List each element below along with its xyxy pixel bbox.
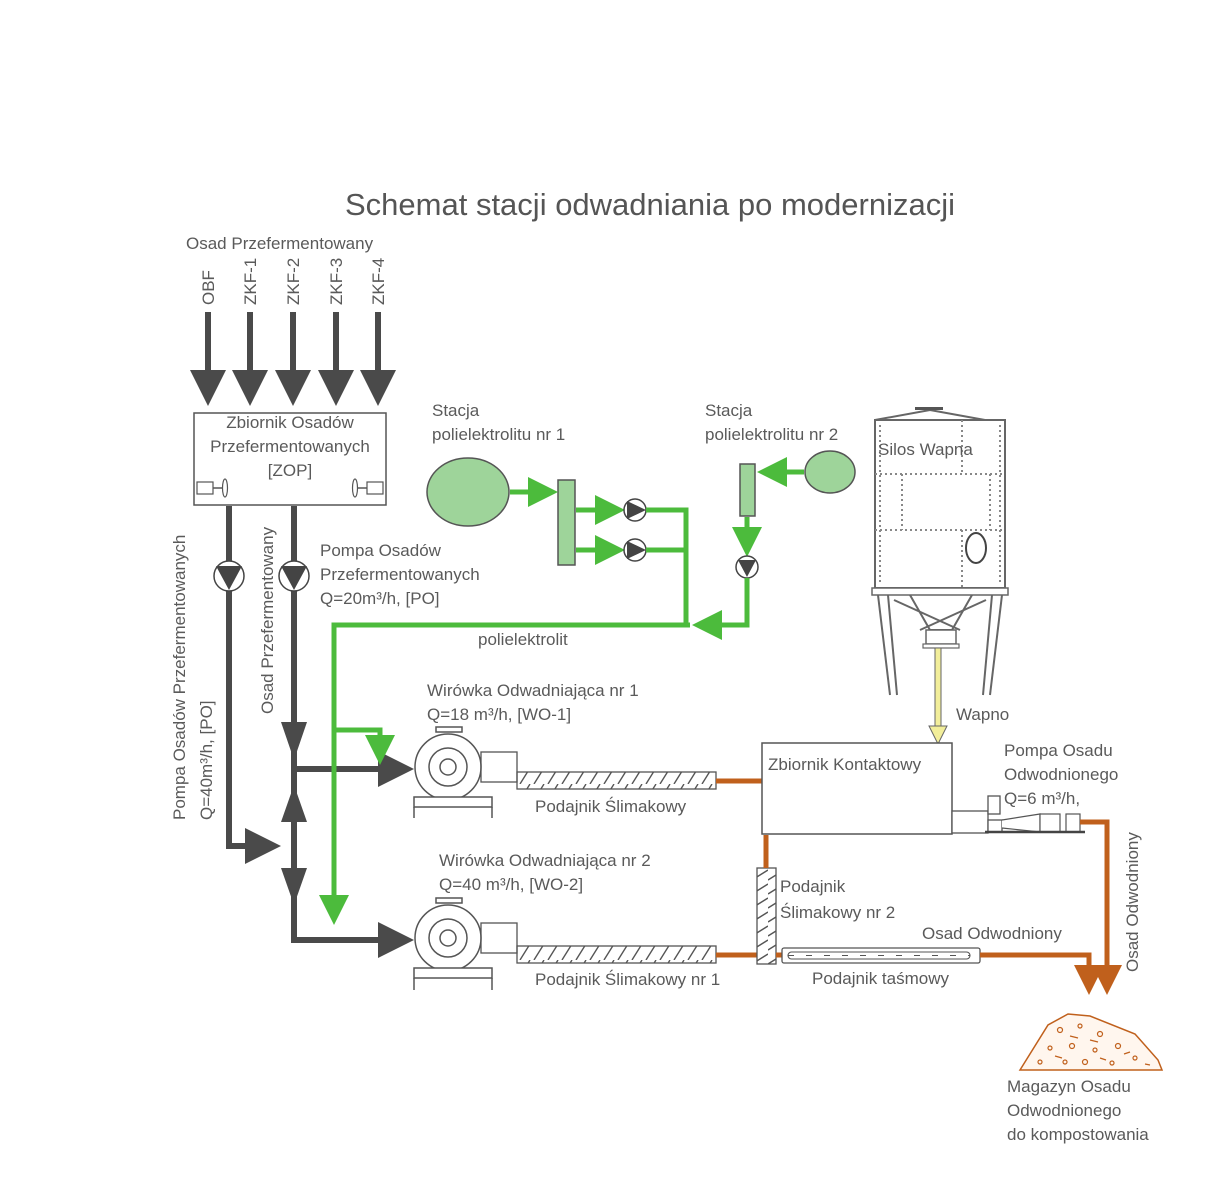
screw-conveyor-nr2-label-line2: Ślimakowy nr 2 xyxy=(780,903,895,922)
poly-station-1-label-line2: polielektrolitu nr 1 xyxy=(432,425,565,444)
contact-tank[interactable]: Zbiornik Kontaktowy xyxy=(761,742,953,835)
diagram-title: Schemat stacji odwadniania po modernizac… xyxy=(345,187,955,222)
storage-label-line3: do kompostowania xyxy=(1007,1125,1149,1144)
screw-conveyor-1[interactable] xyxy=(516,771,717,790)
lime-silo[interactable]: Silos Wapna xyxy=(871,407,1009,696)
centrifuge-1[interactable] xyxy=(413,726,518,818)
flow-arrow-up xyxy=(281,785,307,822)
pump-po20-label-line2: Przefermentowanych xyxy=(320,565,480,584)
poly-station-1-manifold[interactable] xyxy=(557,479,576,566)
poly-pump-a-icon[interactable] xyxy=(623,498,647,522)
centrifuge-2[interactable] xyxy=(413,897,518,990)
flow-arrow-down-2 xyxy=(281,868,307,905)
dewatered-sludge-pump[interactable] xyxy=(951,795,1085,834)
poly-pump-b-icon[interactable] xyxy=(623,538,647,562)
pump-po20-icon[interactable] xyxy=(278,560,310,592)
storage-label-line2: Odwodnionego xyxy=(1007,1101,1121,1120)
pump-po40-icon[interactable] xyxy=(213,560,245,592)
belt-conveyor[interactable] xyxy=(781,947,981,964)
poly-station-2-tank[interactable] xyxy=(804,450,856,494)
dewatered-sludge-label-horizontal: Osad Odwodniony xyxy=(922,924,1062,943)
screw-conveyor-nr2-label-line1: Podajnik xyxy=(780,877,846,896)
poly-station-1-tank[interactable] xyxy=(426,457,510,527)
pump-po20-label-line1: Pompa Osadów xyxy=(320,541,442,560)
osad-przefermentowany-pipe-label: Osad Przefermentowany xyxy=(258,526,277,714)
centrifuge-2-label-line1: Wirówka Odwadniająca nr 2 xyxy=(439,851,651,870)
zop-label-line1: Zbiornik Osadów xyxy=(226,413,354,432)
source-label-zkf1: ZKF-1 xyxy=(241,258,260,305)
flow-arrow-down-1 xyxy=(281,722,307,760)
screw-conveyor-nr2[interactable] xyxy=(756,867,777,965)
dewatered-pump-label-line1: Pompa Osadu xyxy=(1004,741,1113,760)
poly-station-1-label-line1: Stacja xyxy=(432,401,480,420)
dewatered-pump-label-line2: Odwodnionego xyxy=(1004,765,1118,784)
screw-conveyor-nr1-label: Podajnik Ślimakowy nr 1 xyxy=(535,970,720,989)
pipe-poly-pump-a-out xyxy=(646,507,689,625)
zop-label-line3: [ZOP] xyxy=(268,461,312,480)
poly-pump-c-icon[interactable] xyxy=(735,555,759,579)
pipe-belt-to-storage xyxy=(980,952,1104,995)
pipe-pump-to-storage xyxy=(1080,819,1122,995)
zop-tank[interactable]: Zbiornik Osadów Przefermentowanych [ZOP] xyxy=(193,412,387,506)
polyelectrolyte-pipe-label: polielektrolit xyxy=(478,630,568,649)
storage-label-line1: Magazyn Osadu xyxy=(1007,1077,1131,1096)
poly-station-2-manifold[interactable] xyxy=(739,463,756,517)
input-group-label: Osad Przefermentowany xyxy=(186,234,374,253)
lime-label: Wapno xyxy=(956,705,1009,724)
mixer-right-icon xyxy=(351,478,384,498)
screw-conveyor-nr1[interactable] xyxy=(516,945,717,964)
source-label-zkf4: ZKF-4 xyxy=(369,258,388,305)
pipe-po40 xyxy=(226,506,281,864)
source-labels: OBF ZKF-1 ZKF-2 ZKF-3 ZKF-4 xyxy=(199,258,388,305)
input-pipes xyxy=(190,312,396,406)
source-label-obf: OBF xyxy=(199,270,218,305)
pipe-polyelectrolyte-to-centrifuge-1 xyxy=(334,727,395,765)
pump-po40-label-line2: Q=40m³/h, [PO] xyxy=(197,700,216,820)
screw-conveyor-1-label: Podajnik Ślimakowy xyxy=(535,797,687,816)
belt-conveyor-label: Podajnik taśmowy xyxy=(812,969,950,988)
sludge-storage-pile[interactable] xyxy=(1018,1013,1164,1071)
mixer-left-icon xyxy=(196,478,229,498)
centrifuge-1-label-line1: Wirówka Odwadniająca nr 1 xyxy=(427,681,639,700)
pump-po20-label-line3: Q=20m³/h, [PO] xyxy=(320,589,440,608)
contact-tank-label: Zbiornik Kontaktowy xyxy=(768,755,922,774)
pipe-to-centrifuge-2 xyxy=(291,900,414,958)
source-label-zkf2: ZKF-2 xyxy=(284,258,303,305)
dewatered-pump-label-line3: Q=6 m³/h, xyxy=(1004,789,1080,808)
dewatered-sludge-label-vertical: Osad Odwodniony xyxy=(1123,832,1142,972)
sludge-pipes xyxy=(226,506,414,958)
poly-station-2-label-line2: polielektrolitu nr 2 xyxy=(705,425,838,444)
poly-station-2-label-line1: Stacja xyxy=(705,401,753,420)
pipe-polyelectrolyte-main xyxy=(319,622,690,925)
centrifuge-1-label-line2: Q=18 m³/h, [WO-1] xyxy=(427,705,571,724)
silo-label: Silos Wapna xyxy=(878,440,973,459)
lime-pipe xyxy=(928,647,948,746)
pipe-poly-pump-c-out xyxy=(692,578,750,640)
zop-label-line2: Przefermentowanych xyxy=(210,437,370,456)
centrifuge-2-label-line2: Q=40 m³/h, [WO-2] xyxy=(439,875,583,894)
pump-po40-label-line1: Pompa Osadów Przefermentowanych xyxy=(170,535,189,820)
source-label-zkf3: ZKF-3 xyxy=(327,258,346,305)
